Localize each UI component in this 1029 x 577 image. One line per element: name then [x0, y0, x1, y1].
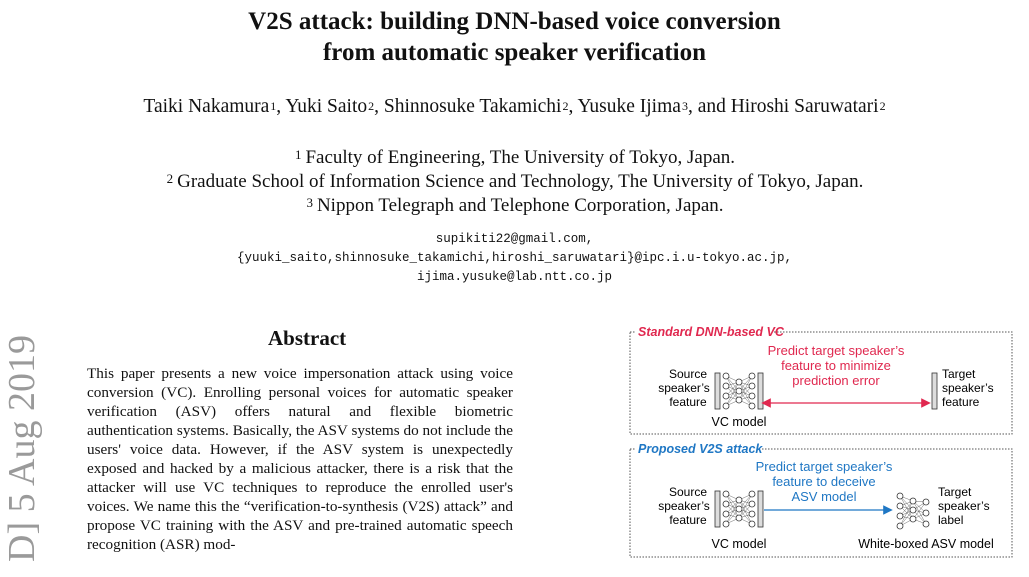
bottom-annotation-1: Predict target speaker’s — [756, 459, 893, 474]
top-target-label-3: feature — [942, 395, 980, 409]
bottom-source-label-1: Source — [669, 485, 707, 499]
bottom-vc-network-icon — [714, 490, 764, 528]
author-affiliation-mark: 2 — [368, 99, 375, 113]
abstract-body: This paper presents a new voice imperson… — [87, 365, 513, 553]
top-source-label-3: feature — [669, 395, 707, 409]
author-affiliation-mark: 3 — [681, 99, 688, 113]
author-separator: , and — [687, 96, 731, 117]
top-model-label: VC model — [712, 415, 767, 429]
top-panel-border — [629, 331, 1013, 435]
top-target-label-1: Target — [942, 367, 976, 381]
bottom-target-label-3: label — [938, 513, 963, 527]
asv-network-icon — [896, 492, 930, 530]
affiliation-text: Faculty of Engineering, The University o… — [305, 147, 736, 168]
top-target-feature-icon — [931, 372, 938, 410]
top-annotation-3: prediction error — [792, 373, 880, 388]
bottom-annotation-3: ASV model — [791, 489, 856, 504]
affiliation-number: 1 — [294, 147, 302, 162]
affiliation-number: 2 — [166, 171, 174, 186]
top-vc-network-icon — [714, 372, 764, 410]
paper-title: V2S attack: building DNN-based voice con… — [0, 6, 1029, 68]
author-name: Yuki Saito — [285, 96, 368, 117]
author-name: Taiki Nakamura — [143, 96, 270, 117]
top-source-label-2: speaker’s — [658, 381, 710, 395]
author-name: Hiroshi Saruwatari — [730, 96, 879, 117]
abstract-heading: Abstract — [268, 326, 347, 350]
bottom-target-label-2: speaker’s — [938, 499, 990, 513]
top-source-label-1: Source — [669, 367, 707, 381]
bottom-panel-border — [629, 448, 1013, 558]
top-annotation-2: feature to minimize — [781, 358, 891, 373]
author-name: Yusuke Ijima — [577, 96, 681, 117]
asv-model-label: White-boxed ASV model — [858, 537, 994, 551]
email-list: supikiti22@gmail.com, {yuuki_saito,shinn… — [0, 230, 1029, 287]
arxiv-stamp: D] 5 Aug 2019 — [1, 335, 43, 562]
method-figure: Standard DNN-based VC Source speaker’s f… — [626, 324, 1016, 564]
affiliation-text: Graduate School of Information Science a… — [177, 171, 864, 192]
figure-svg: Standard DNN-based VC Source speaker’s f… — [629, 324, 1013, 558]
author-separator: , — [276, 96, 286, 117]
email-line-2: {yuuki_saito,shinnosuke_takamichi,hirosh… — [236, 251, 793, 265]
title-line-2: from automatic speaker verification — [322, 39, 707, 66]
top-annotation-1: Predict target speaker’s — [768, 343, 905, 358]
email-line-1: supikiti22@gmail.com, — [435, 232, 594, 246]
author-affiliation-mark: 1 — [270, 99, 277, 113]
bottom-source-label-3: feature — [669, 513, 707, 527]
top-target-label-2: speaker’s — [942, 381, 994, 395]
email-line-3: ijima.yusuke@lab.ntt.co.jp — [416, 270, 613, 284]
bottom-model-label: VC model — [712, 537, 767, 551]
author-affiliation-mark: 2 — [562, 99, 569, 113]
affiliation-number: 3 — [306, 195, 313, 210]
bottom-panel-title: Proposed V2S attack — [638, 442, 763, 456]
author-list: Taiki Nakamura1, Yuki Saito2, Shinnosuke… — [0, 96, 1029, 118]
author-name: Shinnosuke Takamichi — [383, 96, 562, 117]
bottom-annotation-2: feature to deceive — [772, 474, 875, 489]
bottom-target-label-1: Target — [938, 485, 972, 499]
title-line-1: V2S attack: building DNN-based voice con… — [248, 8, 781, 35]
affiliation-text: Nippon Telegraph and Telephone Corporati… — [316, 195, 724, 216]
bottom-source-label-2: speaker’s — [658, 499, 710, 513]
author-affiliation-mark: 2 — [879, 99, 886, 113]
top-panel-title: Standard DNN-based VC — [638, 325, 785, 339]
author-separator: , — [374, 96, 384, 117]
author-separator: , — [568, 96, 578, 117]
